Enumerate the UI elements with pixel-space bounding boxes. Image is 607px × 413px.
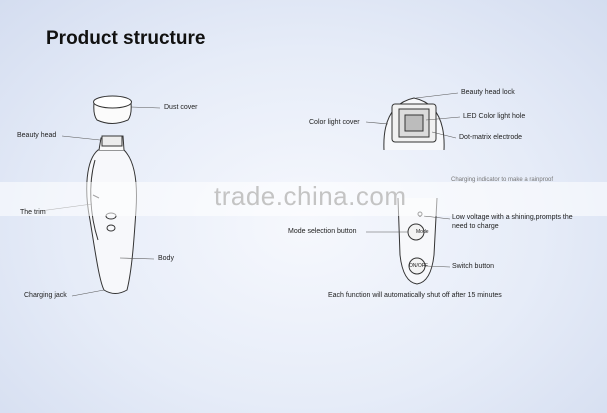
label-beauty-head: Beauty head [17, 132, 57, 139]
label-charging-jack: Charging jack [24, 292, 67, 299]
auto-shutoff-note: Each function will automatically shut of… [328, 292, 502, 299]
right-leader-lines [365, 92, 461, 268]
on-off-button-label: ON/OFF [409, 263, 428, 269]
label-switch-button: Switch button [452, 263, 495, 270]
label-color-light-cover: Color light cover [309, 119, 360, 126]
label-led-color-light-hole: LED Color light hole [463, 113, 526, 120]
label-body: Body [158, 255, 174, 262]
page-title: Product structure [46, 28, 206, 49]
label-the-trim: The trim [20, 209, 46, 216]
label-beauty-head-lock: Beauty head lock [461, 89, 515, 96]
watermark: trade.china.com [214, 181, 407, 211]
label-mode-selection-button: Mode selection button [288, 228, 357, 235]
label-dot-matrix-electrode: Dot-matrix electrode [459, 134, 523, 141]
label-low-voltage-line1: Low voltage with a shining,prompts the [452, 214, 573, 221]
label-low-voltage-line2: need to charge [452, 223, 499, 230]
watermark-band [0, 182, 607, 216]
label-charging-indicator: Charging indicator to make a rainproof [451, 177, 554, 183]
label-dust-cover: Dust cover [164, 104, 198, 111]
dust-cover-drawing [93, 95, 132, 124]
beauty-head-front-drawing [383, 97, 445, 151]
mode-button-label: Mode [416, 229, 429, 235]
